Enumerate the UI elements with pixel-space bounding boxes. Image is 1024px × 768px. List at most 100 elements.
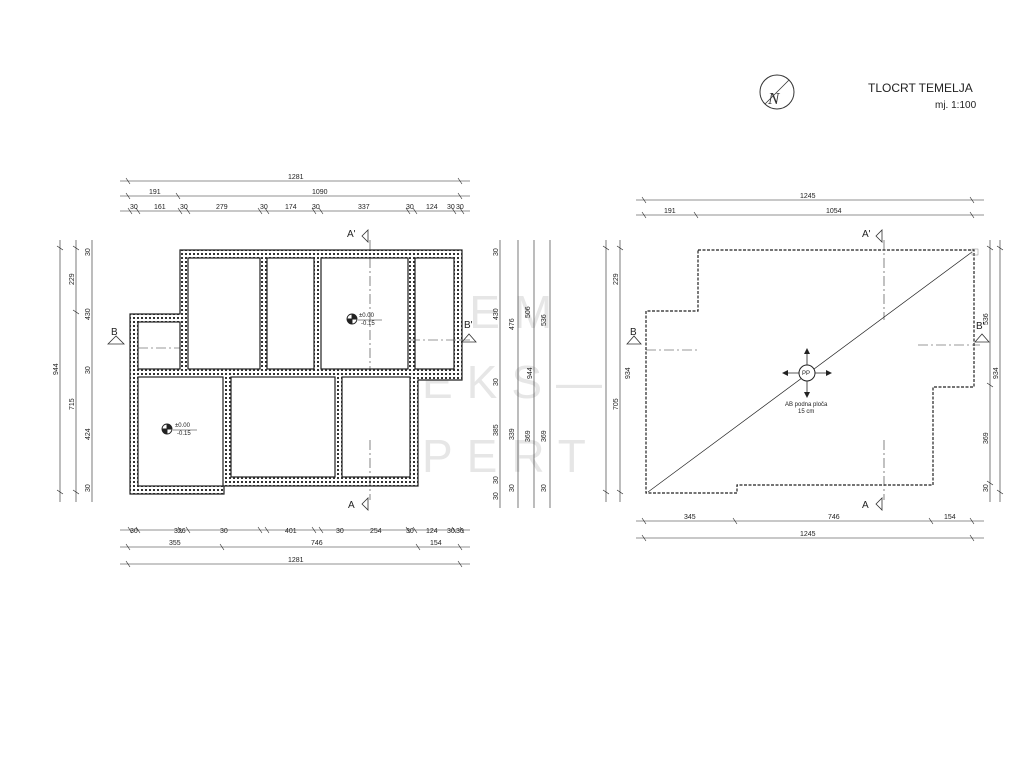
slope-arrows-icon bbox=[782, 348, 832, 398]
right-section-b-left: B bbox=[630, 327, 637, 338]
left-right-detail-2: 430 bbox=[493, 308, 500, 320]
right-right-1: 536 bbox=[983, 313, 990, 325]
dimension-tick bbox=[185, 207, 191, 215]
left-bottom-total: 1281 bbox=[288, 557, 304, 564]
right-right-3: 30 bbox=[983, 484, 990, 492]
left-left-detail-5: 30 bbox=[85, 484, 92, 492]
right-right-total: 934 bbox=[993, 367, 1000, 379]
left-level-1-top: ±0.00 bbox=[359, 313, 375, 319]
left-bottom-detail-8: 124 bbox=[426, 528, 438, 535]
dimension-tick bbox=[451, 207, 457, 215]
left-top-detail-12: 30 bbox=[456, 204, 464, 211]
left-bottom-detail-3: 30 bbox=[220, 528, 228, 535]
left-left-second-1: 229 bbox=[69, 273, 76, 285]
left-bottom-detail-5: 30 bbox=[336, 528, 344, 535]
right-right-2: 369 bbox=[983, 432, 990, 444]
left-left-detail-3: 30 bbox=[85, 366, 92, 374]
left-top-second-1: 191 bbox=[149, 189, 161, 196]
slab-note-line-1: AB podna ploča bbox=[785, 402, 828, 408]
left-top-detail-6: 174 bbox=[285, 204, 297, 211]
left-room-7 bbox=[230, 376, 336, 478]
left-right-fourth-2: 369 bbox=[541, 430, 548, 442]
left-left-detail-1: 30 bbox=[85, 248, 92, 256]
left-right-second-3: 30 bbox=[509, 484, 516, 492]
dimension-tick bbox=[405, 526, 411, 534]
dimension-tick bbox=[311, 526, 317, 534]
left-top-detail-2: 161 bbox=[154, 204, 166, 211]
left-bottom-detail-1: 30 bbox=[130, 528, 138, 535]
left-foundation-plan: A' A B B' ±0.00 -0.15 ±0.00 -0.15 bbox=[53, 174, 551, 568]
dimension-tick bbox=[412, 207, 418, 215]
left-section-a-top: A' bbox=[347, 229, 356, 240]
middle-dim-1: 944 bbox=[527, 367, 534, 379]
right-bottom-1: 345 bbox=[684, 514, 696, 521]
left-right-detail-6: 30 bbox=[493, 492, 500, 500]
dimension-tick bbox=[127, 207, 133, 215]
left-section-a-bottom: A bbox=[348, 500, 355, 511]
left-bottom-detail-9: 30 bbox=[447, 528, 455, 535]
left-bottom-detail-10: 30 bbox=[456, 528, 464, 535]
right-section-a-top: A' bbox=[862, 229, 871, 240]
left-left-second-2: 715 bbox=[69, 398, 76, 410]
right-section-a-bottom: A bbox=[862, 500, 869, 511]
left-room-6 bbox=[137, 376, 224, 487]
dimension-tick bbox=[459, 526, 465, 534]
left-level-1-bottom: -0.15 bbox=[361, 321, 375, 327]
left-right-second-2: 339 bbox=[509, 428, 516, 440]
left-top-detail-5: 30 bbox=[260, 204, 268, 211]
left-top-detail-9: 30 bbox=[406, 204, 414, 211]
right-bottom-3: 154 bbox=[944, 514, 956, 521]
right-bottom-total: 1245 bbox=[800, 531, 816, 538]
dimension-tick bbox=[459, 207, 465, 215]
right-section-b-right: B' bbox=[976, 321, 985, 332]
drawing-scale: mj. 1:100 bbox=[935, 100, 977, 111]
left-section-b-right: B' bbox=[464, 320, 473, 331]
right-foundation-plan: A' A B B' PP AB podna ploča 15 cm 1245 1… bbox=[613, 193, 1004, 542]
dimension-tick bbox=[318, 526, 324, 534]
right-top-second-1: 191 bbox=[664, 208, 676, 215]
left-right-detail-5: 30 bbox=[493, 476, 500, 484]
dimension-tick bbox=[405, 207, 411, 215]
left-top-detail-4: 279 bbox=[216, 204, 228, 211]
dimension-tick bbox=[177, 526, 183, 534]
left-right-fourth-1: 536 bbox=[541, 314, 548, 326]
right-left-second-1: 229 bbox=[613, 273, 620, 285]
left-bottom-second-3: 154 bbox=[430, 540, 442, 547]
right-left-second-2: 705 bbox=[613, 398, 620, 410]
right-top-second-2: 1054 bbox=[826, 208, 842, 215]
left-bottom-second-1: 355 bbox=[169, 540, 181, 547]
level-marker-icon bbox=[346, 313, 358, 325]
dimension-tick bbox=[177, 207, 183, 215]
left-bottom-detail-7: 30 bbox=[406, 528, 414, 535]
left-top-detail-11: 30 bbox=[447, 204, 455, 211]
left-level-2-bottom: -0.15 bbox=[177, 431, 191, 437]
dimension-tick bbox=[257, 526, 263, 534]
pp-label: PP bbox=[802, 371, 810, 377]
left-right-detail-1: 30 bbox=[493, 248, 500, 256]
left-level-2-top: ±0.00 bbox=[175, 423, 191, 429]
level-marker-icon bbox=[161, 423, 173, 435]
dimension-tick bbox=[318, 207, 324, 215]
left-room-1 bbox=[187, 257, 261, 370]
left-top-total: 1281 bbox=[288, 174, 304, 181]
left-right-detail-3: 30 bbox=[493, 378, 500, 386]
right-top-total: 1245 bbox=[800, 193, 816, 200]
left-left-detail-4: 424 bbox=[85, 428, 92, 440]
north-arrow-icon: N bbox=[759, 74, 795, 110]
left-right-detail-4: 385 bbox=[493, 424, 500, 436]
left-bottom-second-2: 746 bbox=[311, 540, 323, 547]
dimension-tick bbox=[127, 526, 133, 534]
middle-dim-2: 934 bbox=[625, 367, 632, 379]
left-room-5 bbox=[137, 321, 181, 370]
dimension-tick bbox=[135, 526, 141, 534]
left-top-detail-8: 337 bbox=[358, 204, 370, 211]
dimension-tick bbox=[412, 526, 418, 534]
north-label: N bbox=[767, 89, 781, 108]
left-room-4 bbox=[414, 257, 455, 370]
dimension-tick bbox=[264, 207, 270, 215]
left-right-third-1: 506 bbox=[525, 306, 532, 318]
right-bottom-2: 746 bbox=[828, 514, 840, 521]
slab-note-line-2: 15 cm bbox=[798, 409, 814, 415]
left-right-second-1: 476 bbox=[509, 318, 516, 330]
